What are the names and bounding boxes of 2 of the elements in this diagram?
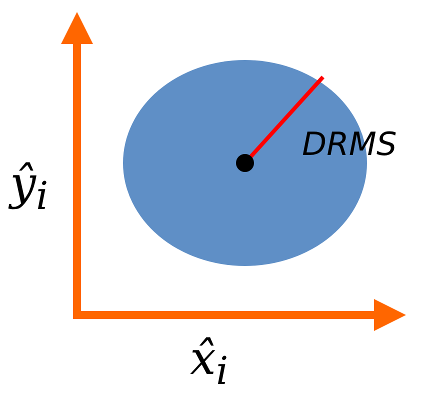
axis-label: x̂$_{i}$ [190, 335, 228, 392]
axis-label: ŷ$_{i}$ [10, 160, 48, 217]
